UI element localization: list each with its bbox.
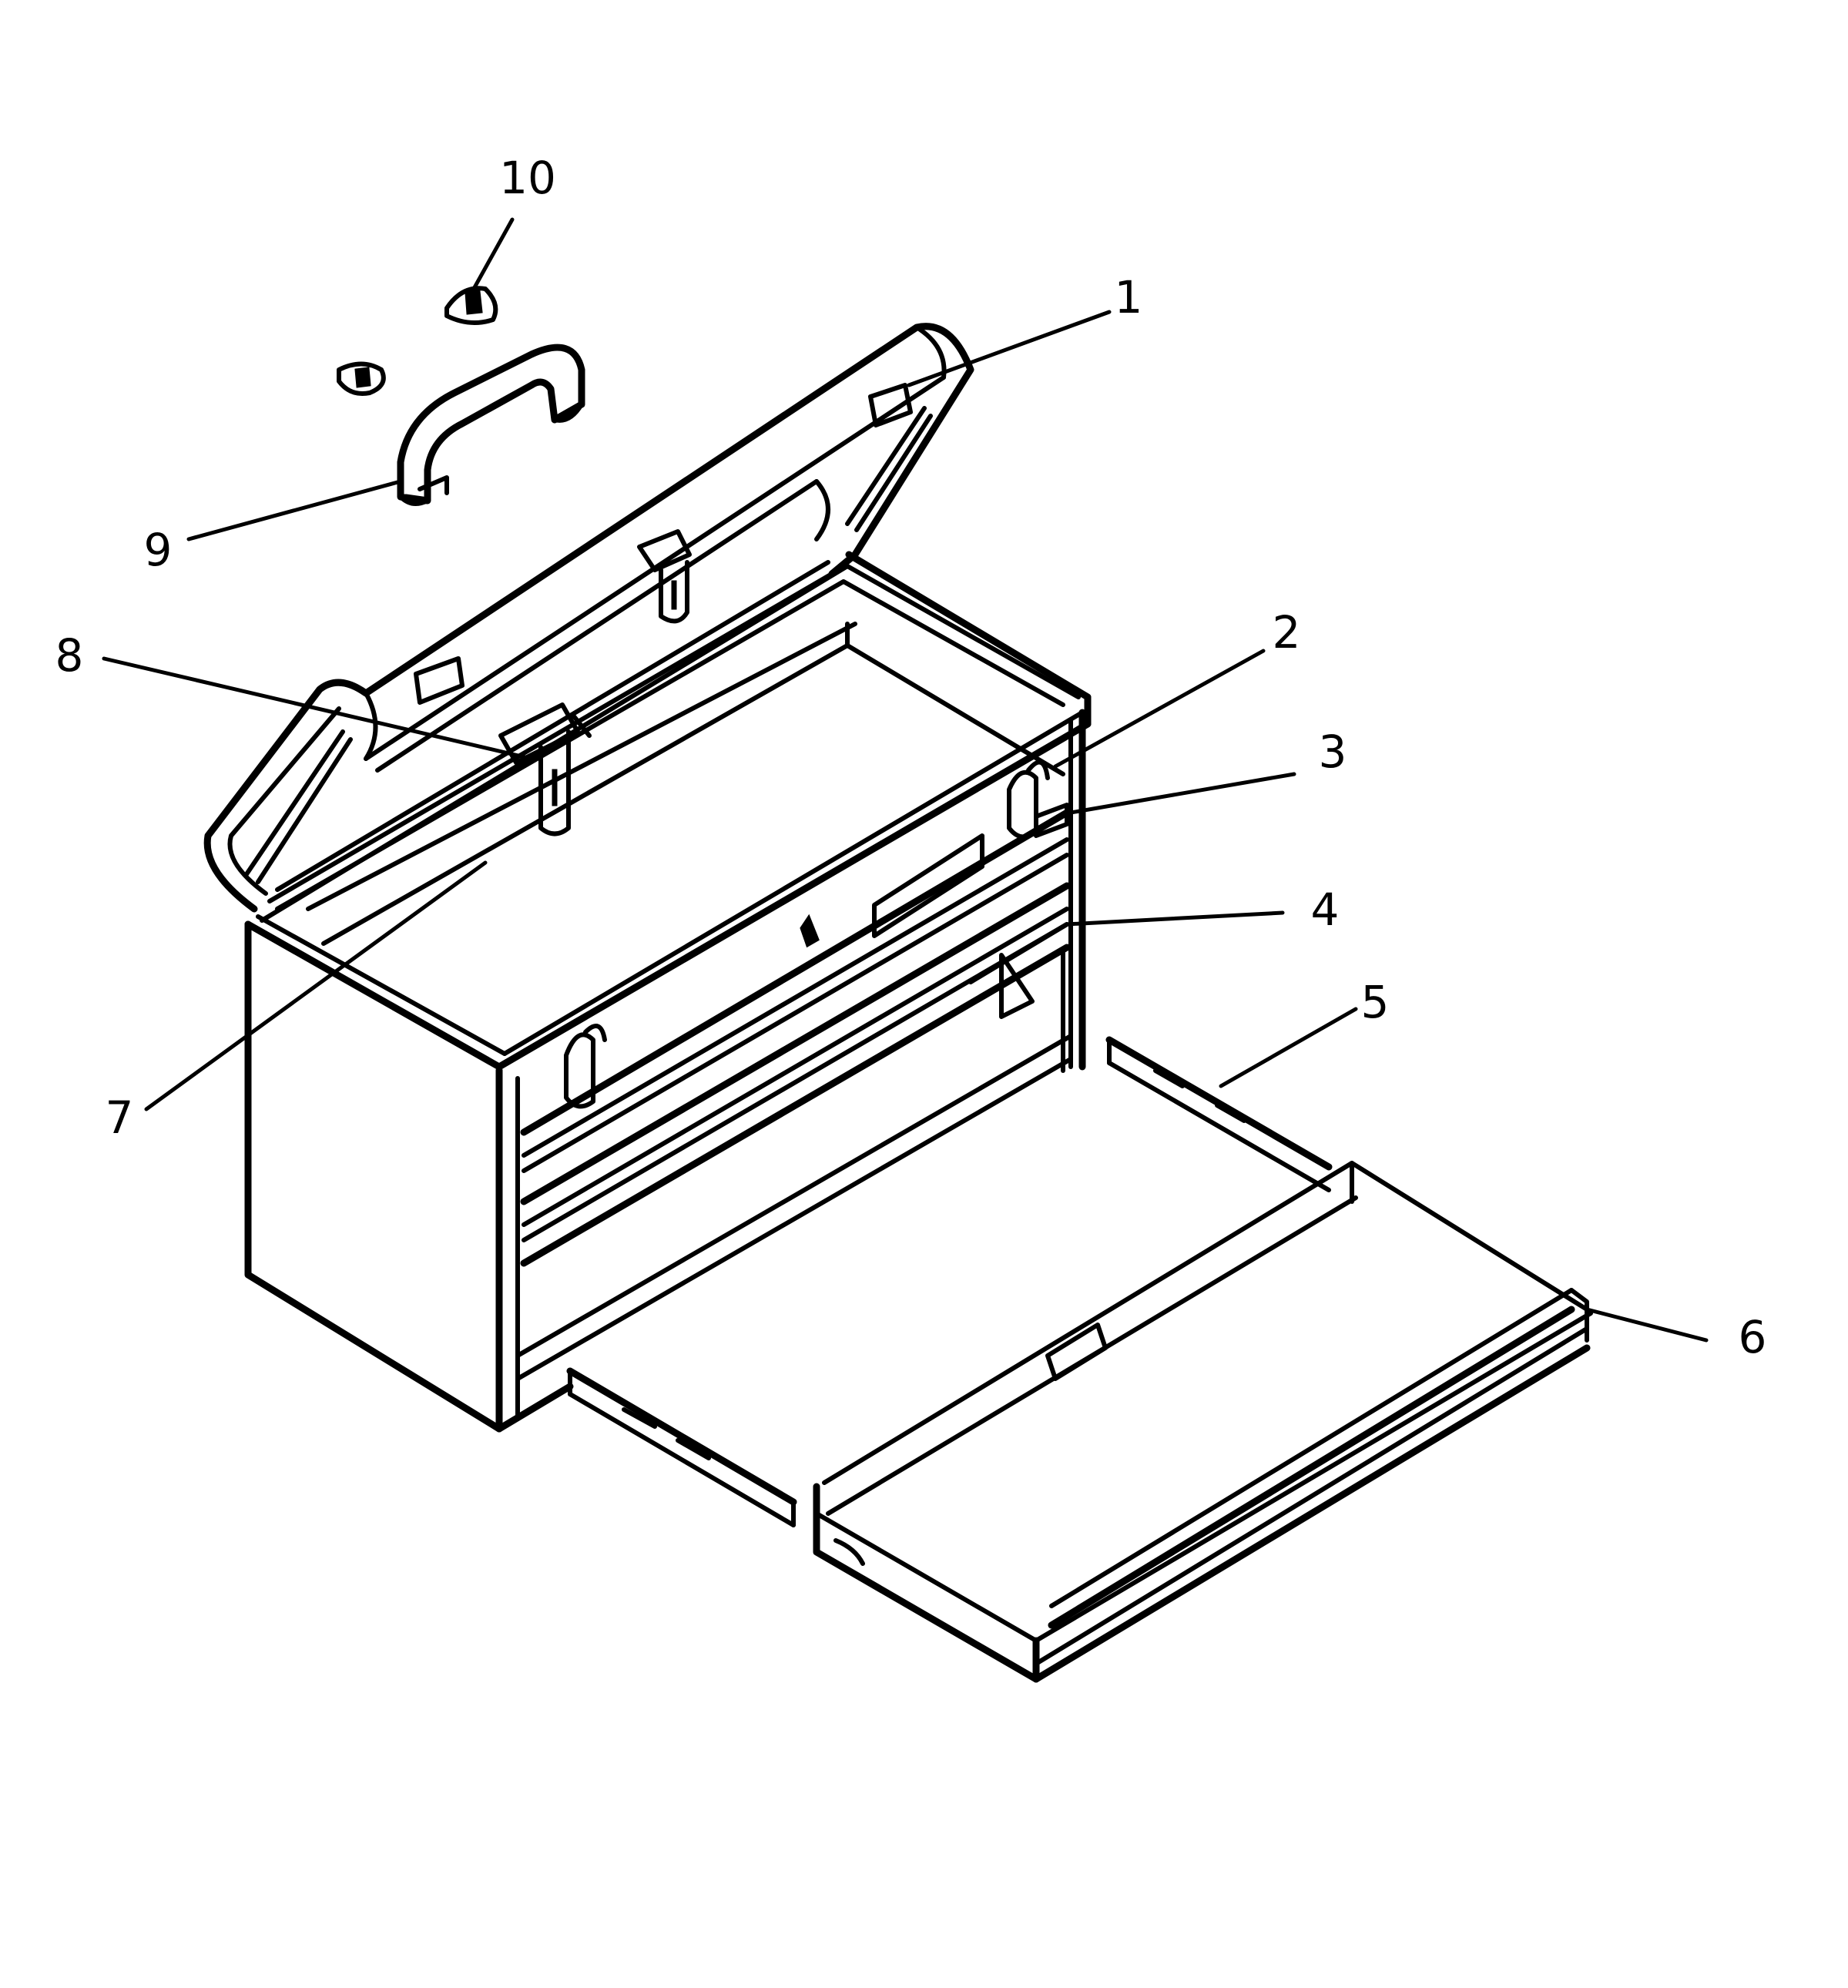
leader-2 (1053, 649, 1266, 769)
lid (203, 323, 974, 913)
callout-5: 5 (1361, 976, 1390, 1028)
leader-4 (1065, 910, 1285, 927)
leader-3 (1068, 772, 1296, 815)
callout-1: 1 (1115, 271, 1143, 324)
callout-3: 3 (1319, 726, 1347, 778)
leader-6 (1585, 1307, 1709, 1343)
drawer-fronts (520, 809, 1071, 1267)
leader-10 (471, 217, 515, 291)
leader-7 (144, 860, 488, 1111)
interior-tray (260, 560, 1081, 946)
cabinet-body (244, 551, 1092, 1433)
carry-handle (397, 344, 585, 506)
callout-10: 10 (499, 152, 556, 204)
latches (414, 383, 1069, 1109)
handle-fastener-left (337, 361, 386, 396)
callout-8: 8 (55, 629, 84, 682)
leader-8 (102, 656, 534, 761)
callout-4: 4 (1311, 883, 1340, 936)
leader-5 (1219, 1007, 1358, 1088)
callout-labels: 1 2 3 4 5 6 7 8 9 10 (55, 152, 1767, 1363)
callout-6: 6 (1739, 1311, 1767, 1363)
pulled-drawer (813, 1161, 1593, 1683)
callout-9: 9 (144, 524, 173, 576)
callout-2: 2 (1273, 606, 1301, 659)
drawer-slides (566, 1036, 1333, 1527)
leader-1 (907, 310, 1112, 387)
leader-lines (102, 217, 1709, 1343)
callout-7: 7 (106, 1091, 134, 1144)
leader-9 (186, 479, 403, 541)
handle-fastener-right (444, 286, 498, 325)
